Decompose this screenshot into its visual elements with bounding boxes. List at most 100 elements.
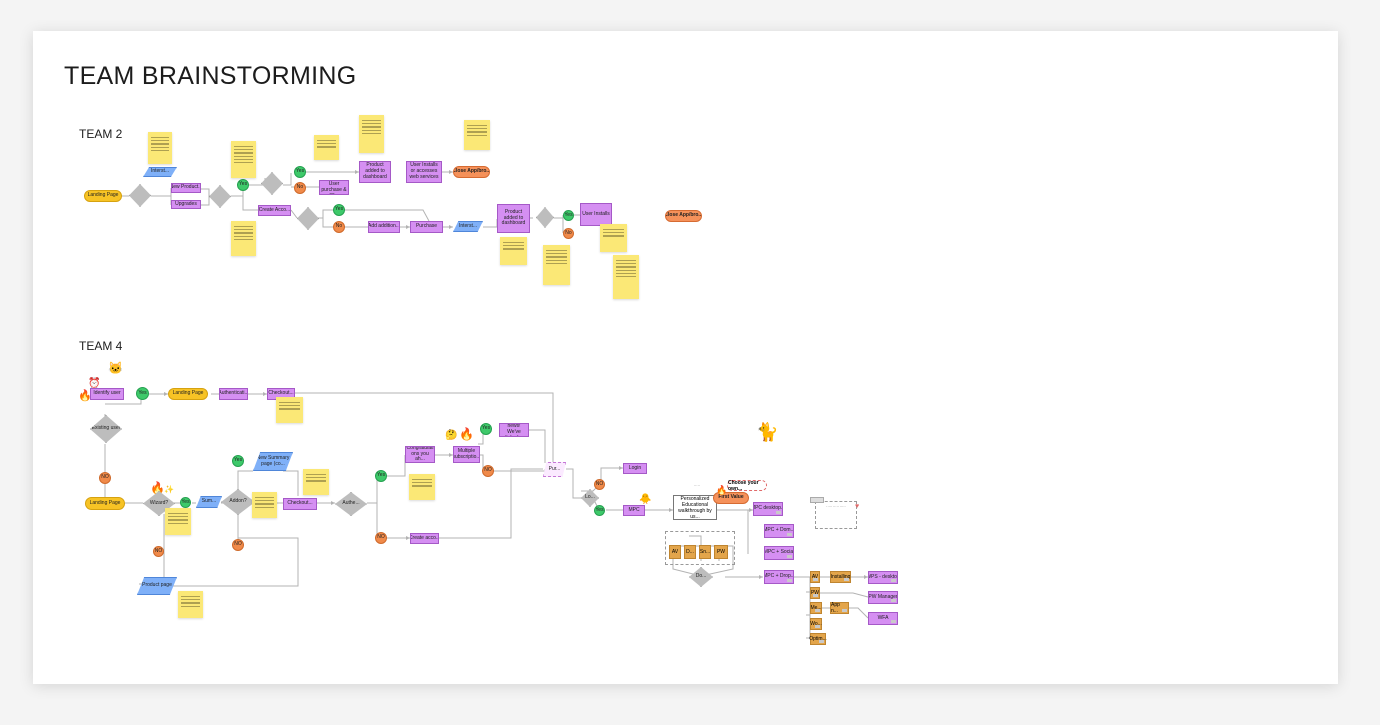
new-summary-io[interactable]: New Summary page (co... (253, 452, 293, 471)
sticky-note[interactable] (231, 221, 256, 256)
fire-sticker-icon: 🔥 (716, 485, 728, 495)
note-card-text: ····· ····· ····· (826, 505, 846, 509)
product-added-process-2[interactable]: Product added to dashboard (497, 204, 530, 233)
yes-circle[interactable]: Yes (594, 505, 605, 516)
whiteboard-canvas[interactable]: TEAM BRAINSTORMING TEAM 2 TEAM 4 (33, 31, 1338, 684)
purchase-io[interactable]: Pur... (543, 462, 566, 477)
fire-sticker-icon: 🔥 (78, 390, 92, 402)
decision-diamond[interactable]: Do... (689, 567, 713, 587)
option-tile[interactable]: AV (669, 545, 681, 559)
decision-diamond[interactable] (261, 172, 283, 195)
user-installs-process-2[interactable]: User Installs (580, 203, 612, 226)
decision-diamond[interactable] (209, 185, 231, 208)
yes-circle[interactable]: Yes (232, 455, 244, 467)
yes-circle[interactable]: Yes (563, 210, 574, 221)
sticky-note[interactable] (464, 120, 490, 150)
update-user-process[interactable]: Update User purchase & ac... (319, 180, 349, 195)
no-circle[interactable]: NO (153, 546, 164, 557)
close-app-terminal[interactable]: Close App/bro... (453, 166, 490, 178)
multiple-subs-process[interactable]: Multiple subscriptio... (453, 446, 480, 463)
sticky-note[interactable] (231, 141, 256, 178)
decision-diamond[interactable] (129, 184, 151, 207)
sticky-note[interactable] (178, 591, 203, 618)
sticky-note[interactable] (359, 115, 384, 153)
mpc-dom-process[interactable]: MPC + Dom... (764, 524, 794, 538)
decision-diamond[interactable] (536, 207, 554, 228)
wo-tile[interactable]: Wo... (810, 618, 822, 630)
choose-your-own-bubble[interactable]: Choose your own... (727, 480, 767, 492)
congratulations-process[interactable]: Congratulati ons you ah... (405, 446, 435, 463)
chick-sticker-icon: 🐥 (639, 494, 652, 505)
team2-label: TEAM 2 (79, 127, 123, 141)
sticky-note[interactable] (252, 492, 277, 518)
no-circle[interactable]: NO (375, 532, 387, 544)
first-value-terminal[interactable]: First Value (713, 492, 749, 504)
option-tile[interactable]: Sn... (699, 545, 711, 559)
yes-circle[interactable]: Yes (480, 423, 492, 435)
sticky-note[interactable] (613, 255, 639, 299)
yes-circle[interactable]: Yes (333, 204, 345, 216)
personalized-walkthrough-doc[interactable]: Personalized Educational walkthrough by … (673, 495, 717, 520)
no-circle[interactable]: No (294, 182, 306, 194)
landing-page-terminal-2[interactable]: Landing Page (85, 497, 125, 510)
new-product-process[interactable]: New Product... (171, 183, 201, 193)
checkout-process-2[interactable]: Checkout... (283, 498, 317, 510)
no-circle[interactable]: NO (594, 479, 605, 490)
options-group (665, 531, 735, 565)
fire-sticker-icon: 🔥 (150, 481, 165, 495)
no-circle[interactable]: No (333, 221, 345, 233)
user-installs-process[interactable]: User Installs or accesses web services (406, 161, 442, 183)
yes-circle[interactable]: Yes (237, 179, 249, 191)
mpc-social-process[interactable]: MPC + Social (764, 546, 794, 560)
no-circle[interactable]: No (563, 228, 574, 239)
yes-circle[interactable]: Yes (375, 470, 387, 482)
landing-page-terminal[interactable]: Landing Page (84, 190, 122, 202)
no-circle[interactable]: NO (99, 472, 111, 484)
yes-circle[interactable]: Yes (294, 166, 306, 178)
add-addition-process[interactable]: Add addition... (368, 221, 400, 233)
mpc-desktop-process[interactable]: MPC desktop... (753, 502, 783, 516)
good-news-process[interactable]: Good news! We've linked... (499, 423, 529, 437)
app-tile[interactable]: App n... (830, 602, 849, 614)
authentication-process[interactable]: Authenticati... (219, 388, 248, 400)
sticky-note[interactable] (543, 245, 570, 285)
purchase-process[interactable]: Purchase (410, 221, 443, 233)
option-tile[interactable]: PW (714, 545, 728, 559)
yes-circle[interactable]: Yes (136, 387, 149, 400)
optim-tile[interactable]: Optim... (809, 633, 827, 645)
sticky-note[interactable] (303, 469, 329, 495)
sticky-note[interactable] (600, 224, 627, 252)
sticky-note[interactable] (276, 397, 303, 423)
sticky-note[interactable] (148, 132, 172, 164)
sticky-note[interactable] (314, 135, 339, 160)
option-tile[interactable]: D... (684, 545, 696, 559)
cat-sticker-icon: 🐱 (108, 361, 123, 375)
create-account-process[interactable]: Create acco... (410, 533, 439, 544)
landing-page-terminal[interactable]: Landing Page (168, 388, 208, 400)
mpc-drop-process[interactable]: MPC + Drop... (764, 570, 794, 584)
login-decision[interactable]: Lo... (581, 489, 599, 507)
identify-user-process[interactable]: Identify user (90, 388, 124, 400)
installing-tile[interactable]: Installing (830, 571, 851, 583)
create-account-process[interactable]: Create Acco... (258, 205, 291, 216)
mpc-process[interactable]: MPC (623, 505, 645, 516)
login-process[interactable]: Login (623, 463, 647, 474)
wfa-process[interactable]: WFA (868, 612, 898, 625)
note-card[interactable] (815, 501, 857, 529)
close-app-terminal-2[interactable]: Close App/bro... (665, 210, 702, 222)
sticky-note[interactable] (165, 508, 191, 535)
pw-manager-process[interactable]: PW Manager (868, 591, 898, 604)
yes-circle[interactable]: Yes (180, 497, 191, 508)
av-tile[interactable]: AV (810, 571, 820, 583)
no-circle[interactable]: NO (232, 539, 244, 551)
sticky-note[interactable] (500, 237, 527, 265)
product-added-process[interactable]: Product added to dashboard (359, 161, 391, 183)
me-tile[interactable]: Me... (810, 602, 822, 614)
wps-desktop-process[interactable]: WPS - desktop (868, 571, 898, 584)
pw-tile[interactable]: PW (810, 587, 820, 599)
decision-diamond[interactable] (297, 207, 319, 230)
no-circle[interactable]: NO (482, 465, 494, 477)
connector-lines (104, 170, 869, 639)
sticky-note[interactable] (409, 474, 435, 500)
upgrades-process[interactable]: Upgrades (171, 200, 201, 209)
